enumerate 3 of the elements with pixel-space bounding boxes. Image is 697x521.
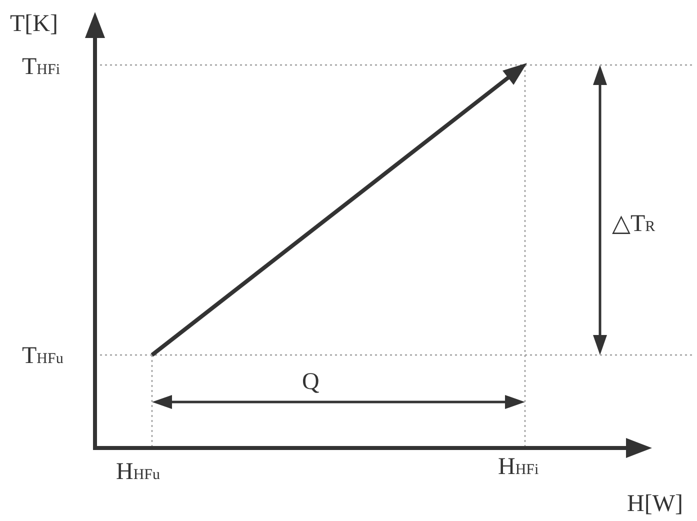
- axis-label: H[W]: [627, 492, 683, 516]
- axis-label: T[K]: [10, 12, 58, 36]
- dimension-label: Q: [302, 370, 320, 394]
